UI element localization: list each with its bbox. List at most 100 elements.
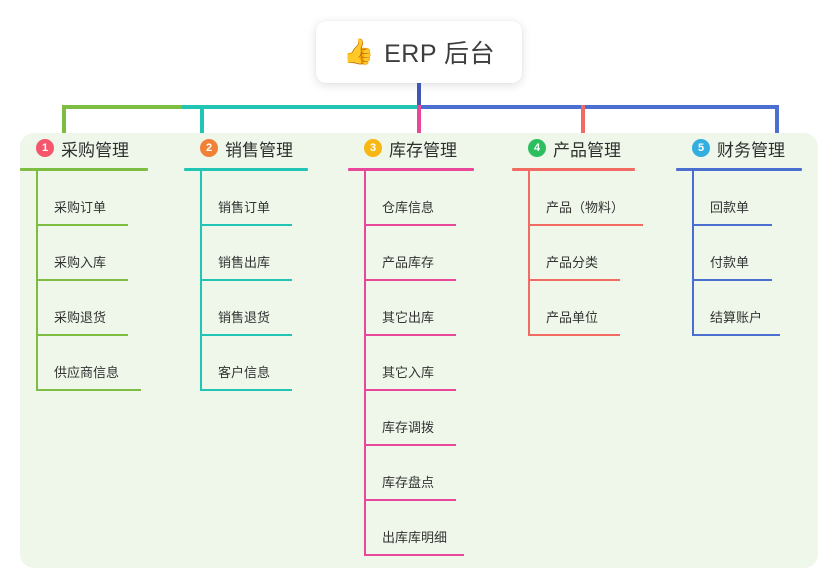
column-header-3[interactable]: 3 库存管理 xyxy=(348,133,478,163)
list-item-rule xyxy=(36,279,128,281)
list-item-rule xyxy=(692,279,772,281)
column-items: 回款单付款单结算账户 xyxy=(692,171,802,336)
list-item[interactable]: 销售订单 xyxy=(200,171,310,226)
column-spine-5 xyxy=(692,171,694,336)
column-产品管理: 4 产品管理产品（物料） 产品分类产品单位 xyxy=(512,133,643,336)
list-item-rule xyxy=(364,444,456,446)
list-item[interactable]: 客户信息 xyxy=(200,336,310,391)
list-item[interactable]: 仓库信息 xyxy=(364,171,474,226)
column-badge-3: 3 xyxy=(364,139,382,157)
drop-product xyxy=(581,105,585,135)
list-item[interactable]: 产品（物料） xyxy=(528,171,643,226)
list-item-label: 出库库明细 xyxy=(382,530,448,545)
list-item-rule xyxy=(364,389,456,391)
column-header-4[interactable]: 4 产品管理 xyxy=(512,133,642,163)
list-item[interactable]: 销售出库 xyxy=(200,226,310,281)
mindmap-panel: 1 采购管理采购订单采购入库采购退货供应商信息 2 销售管理销售订单销售出库销售退货客… xyxy=(20,133,818,568)
column-items: 采购订单采购入库采购退货供应商信息 xyxy=(36,171,146,391)
list-item[interactable]: 产品库存 xyxy=(364,226,474,281)
list-item-label: 采购入库 xyxy=(54,255,107,270)
list-item-rule xyxy=(692,334,780,336)
list-item-label: 产品库存 xyxy=(382,255,435,270)
list-item-label: 库存盘点 xyxy=(382,475,435,490)
column-rule-3 xyxy=(348,168,474,171)
column-badge-1: 1 xyxy=(36,139,54,157)
drop-inventory xyxy=(417,105,421,135)
list-item-rule xyxy=(692,224,772,226)
list-item[interactable]: 产品单位 xyxy=(528,281,643,336)
column-title: 产品管理 xyxy=(553,140,621,160)
list-item[interactable]: 库存盘点 xyxy=(364,446,474,501)
list-item[interactable]: 采购退货 xyxy=(36,281,146,336)
column-财务管理: 5 财务管理回款单付款单结算账户 xyxy=(676,133,806,336)
drop-finance xyxy=(775,105,779,135)
list-item[interactable]: 销售退货 xyxy=(200,281,310,336)
list-item-label: 其它入库 xyxy=(382,365,435,380)
column-header-1[interactable]: 1 采购管理 xyxy=(20,133,150,163)
list-item[interactable]: 供应商信息 xyxy=(36,336,146,391)
column-采购管理: 1 采购管理采购订单采购入库采购退货供应商信息 xyxy=(20,133,150,391)
column-title: 库存管理 xyxy=(389,140,457,160)
column-库存管理: 3 库存管理仓库信息产品库存其它出库其它入库库存调拨库存盘点出库库明细 xyxy=(348,133,478,556)
list-item[interactable]: 产品分类 xyxy=(528,226,643,281)
segment-green xyxy=(62,105,182,109)
list-item-rule xyxy=(528,334,620,336)
list-item-rule xyxy=(364,224,456,226)
list-item[interactable]: 其它出库 xyxy=(364,281,474,336)
column-items: 仓库信息产品库存其它出库其它入库库存调拨库存盘点出库库明细 xyxy=(364,171,474,556)
list-item-rule xyxy=(200,279,292,281)
drop-purchase xyxy=(62,105,66,135)
list-item-rule xyxy=(36,389,141,391)
list-item-label: 回款单 xyxy=(710,200,750,215)
column-items: 产品（物料） 产品分类产品单位 xyxy=(528,171,643,336)
root-node-card[interactable]: 👍 ERP 后台 xyxy=(316,21,522,83)
list-item-rule xyxy=(364,334,456,336)
list-item-label: 仓库信息 xyxy=(382,200,435,215)
list-item-rule xyxy=(528,224,643,226)
column-title: 财务管理 xyxy=(717,140,785,160)
thumbs-up-icon: 👍 xyxy=(342,37,375,66)
list-item[interactable]: 回款单 xyxy=(692,171,802,226)
list-item-label: 结算账户 xyxy=(710,310,763,325)
column-title: 销售管理 xyxy=(225,140,293,160)
segment-blue xyxy=(419,105,779,109)
list-item-label: 产品（物料） xyxy=(546,200,625,215)
segment-teal xyxy=(182,105,419,109)
column-badge-2: 2 xyxy=(200,139,218,157)
list-item-rule xyxy=(36,334,128,336)
column-badge-5: 5 xyxy=(692,139,710,157)
column-spine-2 xyxy=(200,171,202,391)
list-item-rule xyxy=(200,224,292,226)
column-rule-2 xyxy=(184,168,308,171)
column-title: 采购管理 xyxy=(61,140,129,160)
column-header-2[interactable]: 2 销售管理 xyxy=(184,133,314,163)
trunk-connector xyxy=(417,83,421,107)
list-item[interactable]: 采购入库 xyxy=(36,226,146,281)
root-title: ERP 后台 xyxy=(384,40,496,68)
list-item[interactable]: 结算账户 xyxy=(692,281,802,336)
list-item-label: 销售出库 xyxy=(218,255,271,270)
list-item-rule xyxy=(364,499,456,501)
column-items: 销售订单销售出库销售退货客户信息 xyxy=(200,171,310,391)
list-item-label: 产品分类 xyxy=(546,255,599,270)
list-item-rule xyxy=(364,554,464,556)
column-rule-4 xyxy=(512,168,635,171)
list-item[interactable]: 付款单 xyxy=(692,226,802,281)
column-spine-3 xyxy=(364,171,366,556)
column-badge-4: 4 xyxy=(528,139,546,157)
list-item-label: 销售退货 xyxy=(218,310,271,325)
list-item-rule xyxy=(200,334,292,336)
list-item-label: 客户信息 xyxy=(218,365,271,380)
list-item-label: 采购订单 xyxy=(54,200,107,215)
list-item[interactable]: 库存调拨 xyxy=(364,391,474,446)
drop-sales xyxy=(200,105,204,135)
list-item[interactable]: 其它入库 xyxy=(364,336,474,391)
list-item[interactable]: 出库库明细 xyxy=(364,501,474,556)
column-spine-1 xyxy=(36,171,38,391)
list-item-rule xyxy=(528,279,620,281)
list-item[interactable]: 采购订单 xyxy=(36,171,146,226)
column-rule-1 xyxy=(20,168,148,171)
column-header-5[interactable]: 5 财务管理 xyxy=(676,133,806,163)
column-销售管理: 2 销售管理销售订单销售出库销售退货客户信息 xyxy=(184,133,314,391)
list-item-rule xyxy=(36,224,128,226)
